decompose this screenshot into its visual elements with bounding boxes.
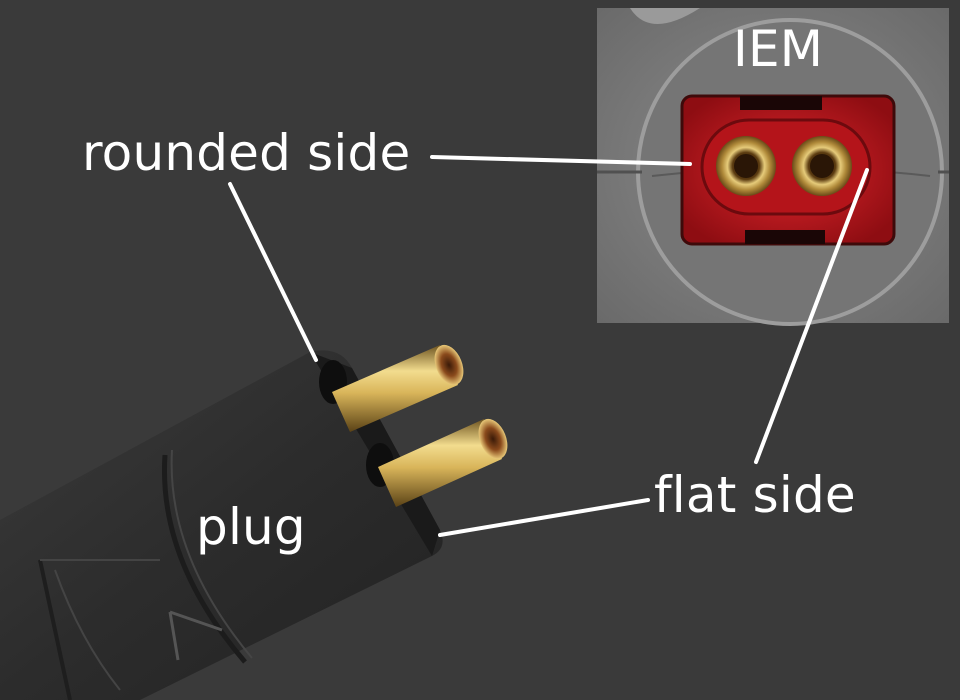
- iem-socket-inset: [597, 8, 949, 326]
- plug-pin-lower: [378, 418, 508, 507]
- rounded-side-label: rounded side: [82, 124, 411, 182]
- leader-flat-to-plug: [438, 498, 650, 537]
- iem-label: IEM: [733, 20, 824, 78]
- plug-pin-upper: [332, 344, 464, 432]
- leader-flat-to-iem: [754, 168, 869, 464]
- leader-lines: [228, 155, 869, 537]
- flat-side-label: flat side: [654, 466, 856, 524]
- plug-label: plug: [196, 498, 306, 556]
- plug-body: [0, 350, 443, 700]
- leader-rounded-to-plug: [228, 182, 318, 362]
- leader-rounded-to-iem: [430, 155, 692, 166]
